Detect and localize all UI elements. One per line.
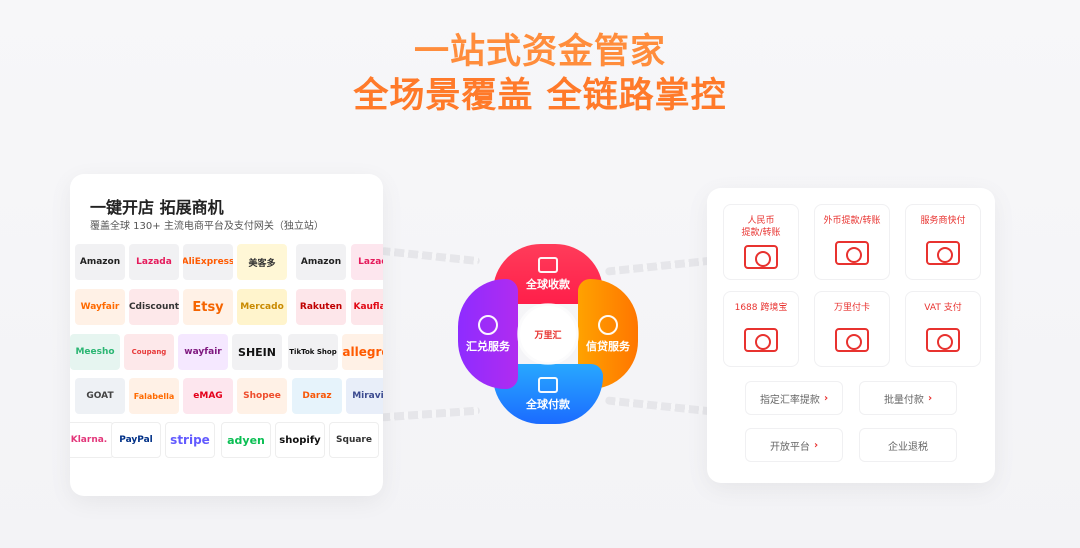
logo-tile[interactable]: eMAG	[183, 378, 233, 414]
logo-tile[interactable]: Amazon	[296, 244, 346, 280]
logo-tile[interactable]: Meesho	[70, 334, 120, 370]
brand-hub-text: 万里汇	[534, 330, 562, 341]
logo-tile[interactable]: TikTok Shop	[288, 334, 338, 370]
logo-tile[interactable]: Square	[329, 422, 379, 458]
payout-tile-fx[interactable]: 外币提款/转账	[814, 204, 890, 280]
logo-tile[interactable]: Lazada	[129, 244, 179, 280]
logo-tile[interactable]: Shopee	[237, 378, 287, 414]
logo-tile[interactable]: Kaufland	[351, 289, 383, 325]
button-label: 企业退税	[888, 441, 928, 453]
exchange-icon	[478, 314, 498, 335]
payout-tile-label: 1688 跨境宝	[734, 303, 788, 313]
logo-tile[interactable]: Wayfair	[75, 289, 125, 325]
vat-icon	[926, 328, 960, 353]
card-icon	[835, 328, 869, 353]
logo-tile[interactable]: Rakuten	[296, 289, 346, 325]
payout-tile-label: VAT 支付	[924, 303, 962, 313]
payout-tile-vat[interactable]: VAT 支付	[905, 291, 981, 367]
payout-card: 人民币 提款/转账 外币提款/转账 服务商快付 1688 跨境宝 万里付卡 VA…	[707, 188, 995, 483]
exchange-service-label: 汇兑服务	[466, 339, 510, 353]
yuan-coin-icon	[598, 314, 618, 335]
logo-tile[interactable]: SHEIN	[232, 334, 282, 370]
logo-tile[interactable]: allegro	[342, 334, 383, 370]
payout-tile-1688[interactable]: 1688 跨境宝	[723, 291, 799, 367]
payout-tile-label: 服务商快付	[920, 216, 966, 226]
open-platform-button[interactable]: 开放平台 ›	[745, 428, 843, 462]
logo-tile[interactable]: wayfair	[178, 334, 228, 370]
chevron-right-icon: ›	[813, 439, 819, 451]
chevron-right-icon: ›	[823, 392, 829, 404]
brand-hub-logo: 万里汇	[520, 306, 576, 362]
logo-tile[interactable]: Klarna.	[70, 422, 114, 458]
headline-line-1: 一站式资金管家	[413, 32, 666, 72]
logo-tile[interactable]: shopify	[275, 422, 325, 458]
fx-transfer-icon	[835, 241, 869, 266]
chevron-right-icon: ›	[927, 392, 933, 404]
logo-tile[interactable]: Etsy	[183, 289, 233, 325]
global-payment-label: 全球付款	[526, 397, 570, 411]
rmb-transfer-icon	[744, 245, 778, 270]
button-label: 指定汇率提款	[759, 394, 820, 406]
platform-card: 一键开店 拓展商机 覆盖全球 130+ 主流电商平台及支付网关（独立站） Ama…	[70, 174, 383, 496]
service-wheel: 全球收款 信贷服务 全球付款 汇兑服务 万里汇	[458, 244, 638, 424]
fixed-rate-withdraw-button[interactable]: 指定汇率提款 ›	[745, 381, 843, 415]
exchange-service-petal[interactable]: 汇兑服务	[458, 279, 518, 389]
logo-tile[interactable]: Mercado	[237, 289, 287, 325]
logo-tile[interactable]: GOAT	[75, 378, 125, 414]
payout-tile-rmb[interactable]: 人民币 提款/转账	[723, 204, 799, 280]
logo-tile[interactable]: AliExpress	[183, 244, 233, 280]
headline: 一站式资金管家 全场景覆盖 全链路掌控	[0, 32, 1080, 117]
payout-tile-label: 万里付卡	[833, 303, 870, 313]
button-label: 开放平台	[769, 441, 810, 453]
provider-pay-icon	[926, 241, 960, 266]
credit-service-label: 信贷服务	[586, 339, 630, 353]
logo-tile[interactable]: 美客多	[237, 244, 287, 280]
logo-tile[interactable]: Amazon	[75, 244, 125, 280]
logo-tile[interactable]: Lazada	[351, 244, 383, 280]
card-icon	[538, 376, 558, 393]
global-collection-label: 全球收款	[526, 277, 570, 291]
logo-tile[interactable]: Coupang	[124, 334, 174, 370]
bulk-payment-button[interactable]: 批量付款 ›	[859, 381, 957, 415]
platform-card-title: 一键开店 拓展商机	[90, 198, 224, 217]
wallet-icon	[538, 256, 558, 273]
headline-line-2: 全场景覆盖 全链路掌控	[353, 76, 727, 117]
logo-tile[interactable]: Miravia	[346, 378, 383, 414]
payout-tile-label: 外币提款/转账	[823, 216, 881, 226]
logo-tile[interactable]: adyen	[221, 422, 271, 458]
payout-tile-provider[interactable]: 服务商快付	[905, 204, 981, 280]
enterprise-tax-refund-button[interactable]: 企业退税	[859, 428, 957, 462]
logo-tile[interactable]: Cdiscount	[129, 289, 179, 325]
logo-tile[interactable]: Daraz	[292, 378, 342, 414]
platform-card-subtitle: 覆盖全球 130+ 主流电商平台及支付网关（独立站）	[90, 221, 324, 232]
button-label: 批量付款	[883, 394, 924, 406]
platform-logo-grid: Amazon Lazada AliExpress 美客多 Amazon Laza…	[70, 244, 383, 496]
1688-icon	[744, 328, 778, 353]
logo-tile[interactable]: PayPal	[111, 422, 161, 458]
logo-tile[interactable]: stripe	[165, 422, 215, 458]
payout-tile-card[interactable]: 万里付卡	[814, 291, 890, 367]
payout-tile-label: 人民币 提款/转账	[741, 216, 781, 239]
logo-tile[interactable]: Falabella	[129, 378, 179, 414]
